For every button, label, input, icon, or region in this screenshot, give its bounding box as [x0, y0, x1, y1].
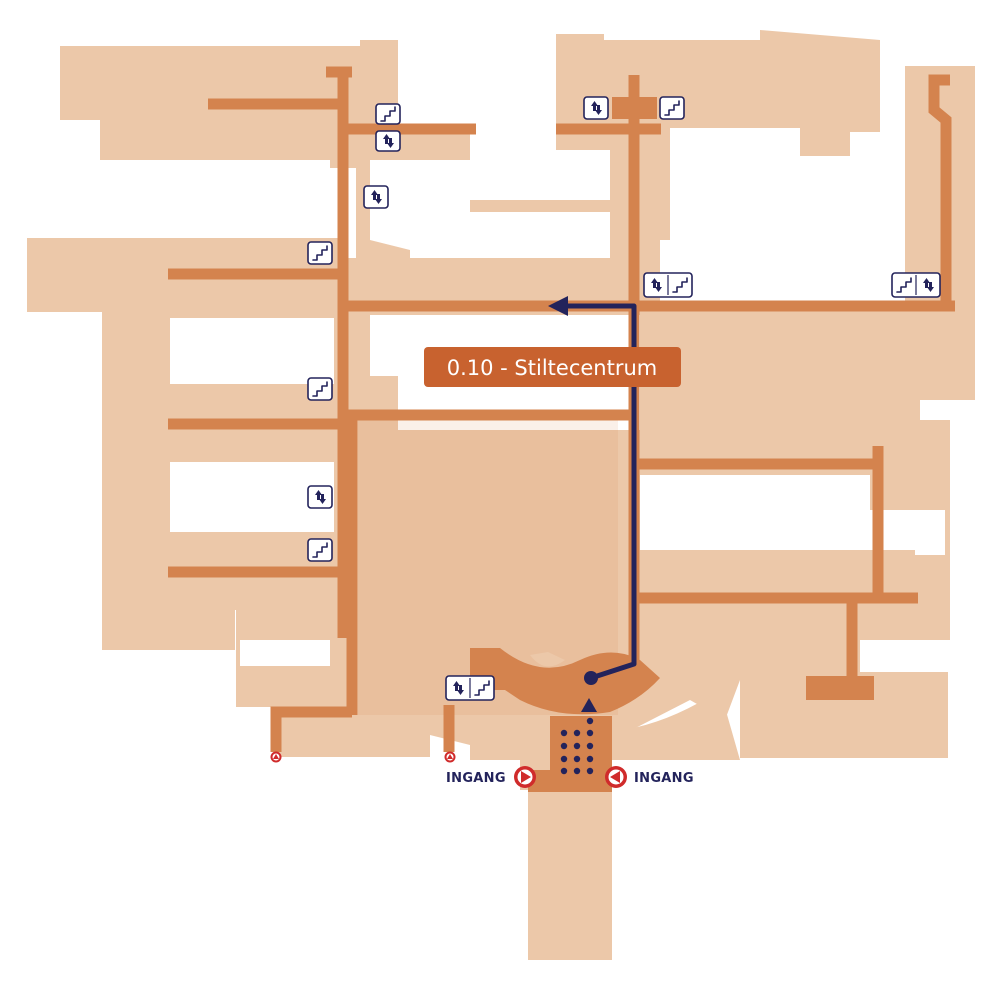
building-wing-top-left	[60, 40, 610, 258]
elevator-icon-3	[307, 485, 333, 509]
elevator-stairs-icon-3	[445, 675, 495, 701]
building-wing-top-right	[905, 66, 975, 400]
building-wing-left	[27, 238, 340, 650]
route-arrow-icon	[548, 296, 568, 316]
stairs-elevator-icon-2	[891, 272, 941, 298]
building-stem	[528, 790, 612, 960]
destination-label[interactable]: 0.10 - Stiltecentrum	[424, 347, 681, 387]
block-entrance-plaza	[470, 648, 660, 715]
destination-label-text: 0.10 - Stiltecentrum	[447, 356, 657, 380]
stairs-icon-1	[375, 103, 401, 125]
building-footprint	[27, 30, 975, 960]
exit-marker-center	[444, 751, 456, 763]
entrance-left-label: INGANG	[446, 771, 506, 786]
route-footsteps	[560, 717, 594, 775]
destination-label-bg	[424, 347, 681, 387]
stairs-icon-2	[307, 241, 333, 265]
elevator-icon-4	[583, 96, 609, 120]
route-start-dot	[584, 671, 598, 685]
courtyard-left-2	[170, 462, 334, 532]
stairs-icon-4	[307, 538, 333, 562]
route	[548, 296, 637, 775]
courtyard-right-3	[915, 510, 945, 555]
building-block-right-mid	[640, 305, 920, 430]
entrance-right-label: INGANG	[634, 771, 694, 786]
building-entrance-hall	[470, 690, 740, 760]
corridor-top-right	[928, 74, 952, 306]
courtyard-left-3	[240, 640, 330, 666]
courtyard-top-left	[370, 160, 610, 258]
plaza-pillar	[530, 652, 565, 667]
building-core	[236, 258, 950, 790]
courtyard-left-1	[170, 318, 334, 384]
courtyard-right-1	[640, 475, 870, 510]
corridor-blocks	[358, 97, 874, 792]
elevator-stairs-icon-1	[643, 272, 693, 298]
stairs-icon-5	[659, 96, 685, 120]
exit-marker-left	[270, 751, 282, 763]
entrance-left[interactable]: INGANG	[446, 766, 536, 788]
courtyard-right-2	[640, 510, 915, 550]
elevator-icon-2	[363, 185, 389, 209]
entrance-right[interactable]: INGANG	[605, 766, 694, 788]
route-direction-arrow-icon	[581, 698, 597, 712]
elevator-icon-1	[375, 130, 401, 152]
corridor-left-exit	[270, 706, 352, 752]
block-right-lower	[806, 676, 874, 700]
block-entrance-door	[528, 770, 612, 792]
corridors	[168, 66, 955, 752]
route-line	[562, 303, 637, 681]
block-stair-top-middle	[612, 97, 657, 119]
stairs-icon-3	[307, 377, 333, 401]
courtyard-top-right	[670, 128, 905, 285]
